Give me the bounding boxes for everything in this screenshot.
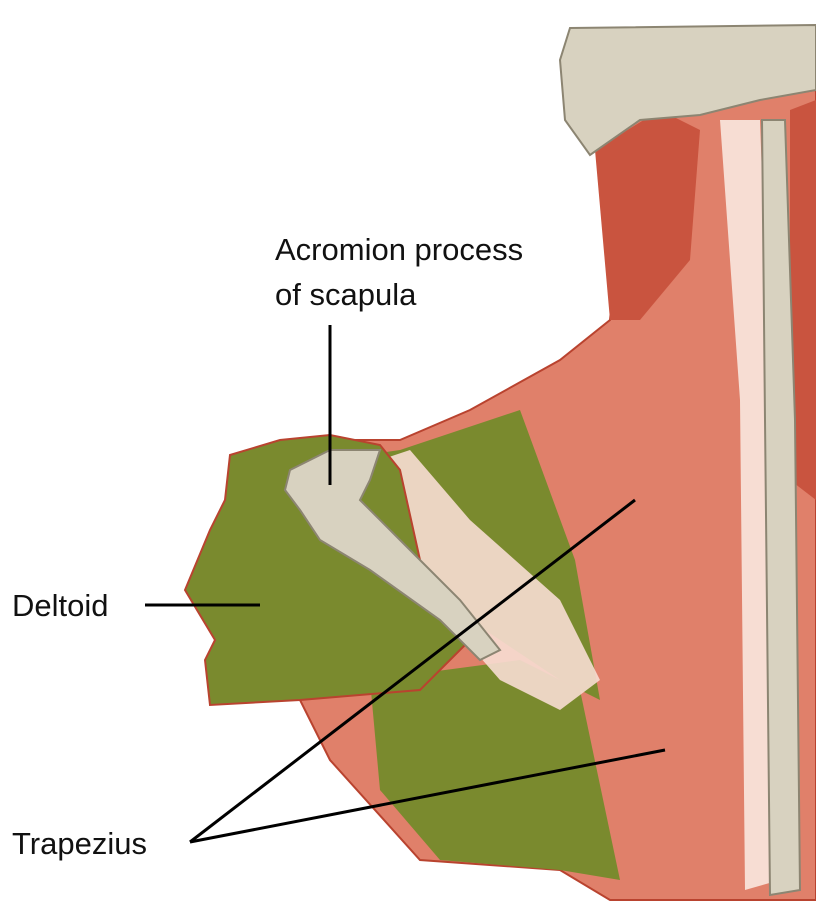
- deltoid-muscle: [183, 433, 472, 707]
- acromion-label-line2: of scapula: [275, 276, 417, 312]
- trapezius-leader-line-upper: [189, 498, 636, 844]
- neck-muscles: [595, 110, 700, 320]
- acromion-label-line1: Acromion process: [275, 232, 524, 267]
- acromion-label: Acromion process of scapula: [275, 228, 523, 318]
- trapezius-tendon: [350, 450, 600, 710]
- vertebral-column: [760, 119, 802, 897]
- trapezius-lower-highlight: [370, 660, 620, 880]
- neck-muscles-right: [790, 100, 816, 500]
- occipital-bone: [558, 23, 816, 157]
- trapezius-label: Trapezius: [12, 826, 147, 861]
- acromion-bone: [283, 449, 502, 662]
- trapezius-leader-line-lower: [189, 748, 666, 844]
- deltoid-label: Deltoid: [12, 588, 109, 623]
